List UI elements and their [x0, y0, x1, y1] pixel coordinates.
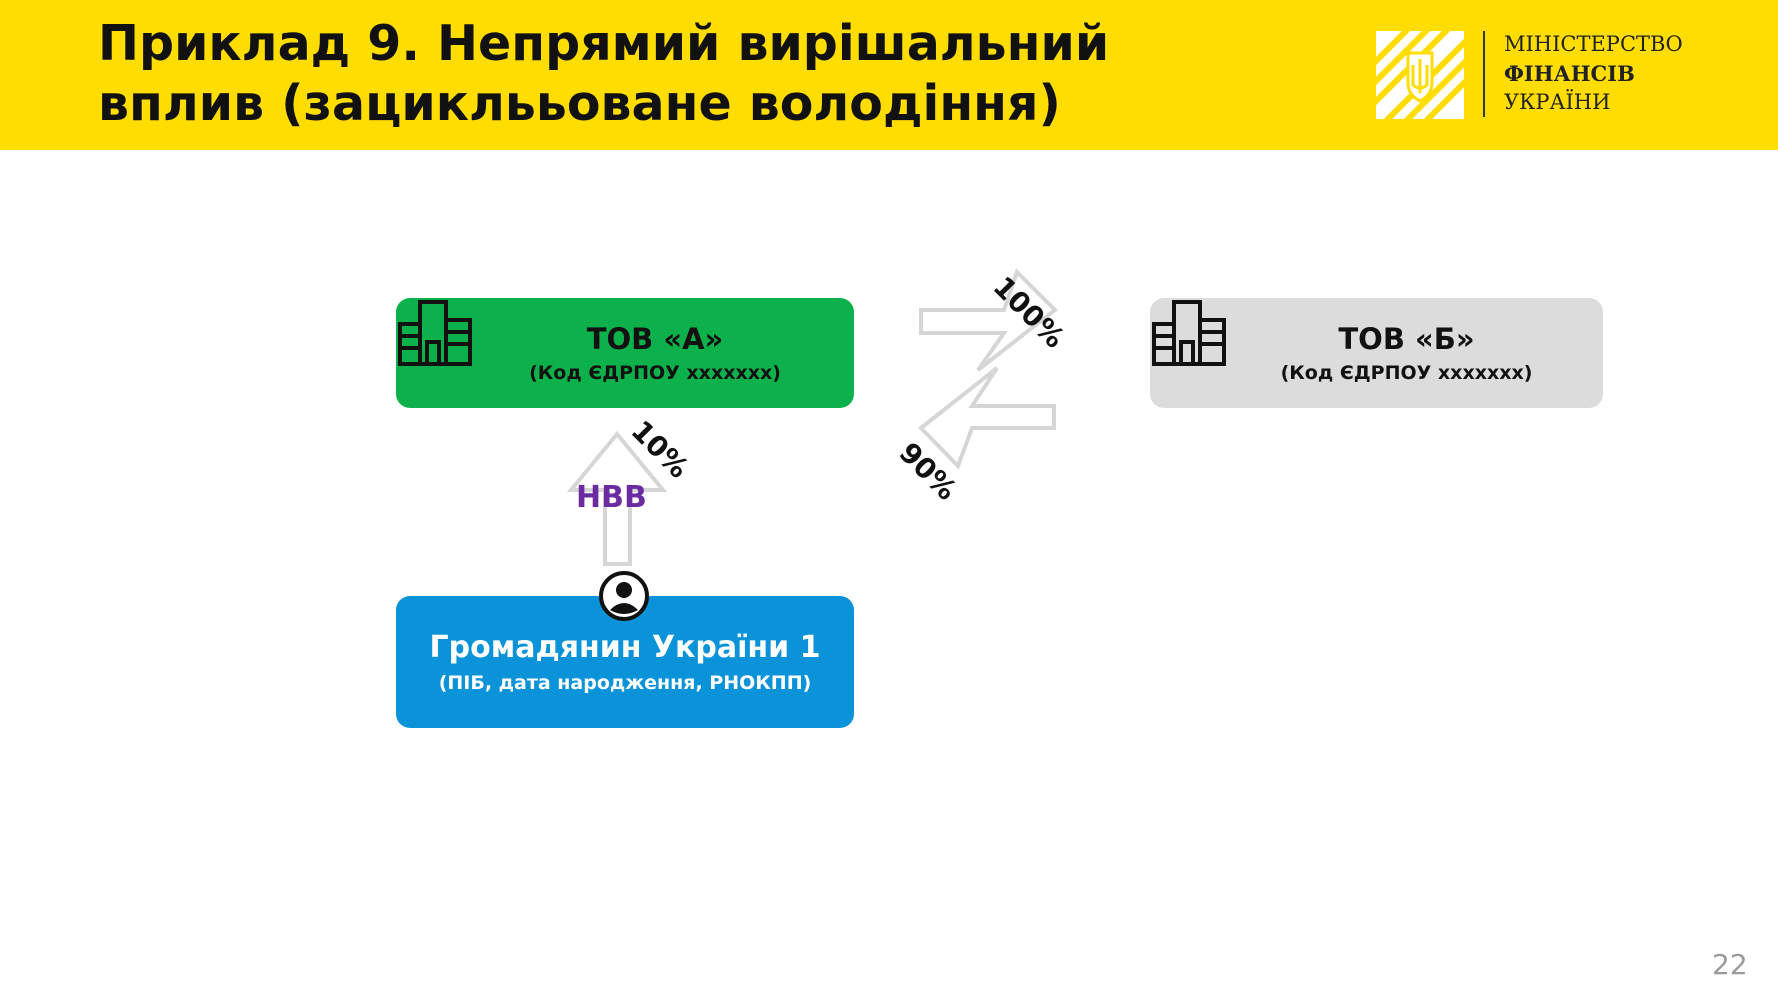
- page-number: 22: [1712, 948, 1748, 981]
- company-b-box: ТОВ «Б» (Код ЄДРПОУ ххххххх): [1150, 298, 1603, 408]
- arrow-a-to-b: [919, 268, 1059, 372]
- building-icon: [398, 300, 472, 366]
- ministry-name: МІНІСТЕРСТВО ФІНАНСІВ УКРАЇНИ: [1504, 30, 1774, 117]
- company-b-code: (Код ЄДРПОУ ххххххх): [1280, 362, 1533, 384]
- logo-divider: [1483, 31, 1485, 117]
- company-b-name: ТОВ «Б»: [1338, 322, 1475, 356]
- company-a-code: (Код ЄДРПОУ ххххххх): [529, 362, 781, 384]
- page-title-line-1: Приклад 9. Непрямий вирішальний: [98, 15, 1110, 72]
- citizen-name: Громадянин України 1: [429, 630, 821, 665]
- person-icon: [599, 571, 649, 621]
- ministry-line-1: МІНІСТЕРСТВО: [1504, 32, 1683, 56]
- arrow-b-to-a: [918, 366, 1056, 470]
- page-title-line-2: вплив (зациклььоване володіння): [98, 75, 1061, 132]
- ministry-line-3: УКРАЇНИ: [1504, 90, 1611, 114]
- arrow-citizen-to-a: [566, 430, 668, 566]
- nvv-label: НВВ: [576, 480, 647, 515]
- building-icon: [1152, 300, 1226, 366]
- header-bar: Приклад 9. Непрямий вирішальний вплив (з…: [0, 0, 1778, 150]
- page-title: Приклад 9. Непрямий вирішальний вплив (з…: [98, 14, 1298, 134]
- ministry-line-2: ФІНАНСІВ: [1504, 61, 1635, 86]
- company-a-box: ТОВ «А» (Код ЄДРПОУ ххххххх): [396, 298, 854, 408]
- company-a-name: ТОВ «А»: [586, 322, 724, 356]
- ministry-logo-icon: [1376, 31, 1464, 119]
- citizen-details: (ПІБ, дата народження, РНОКПП): [438, 672, 812, 694]
